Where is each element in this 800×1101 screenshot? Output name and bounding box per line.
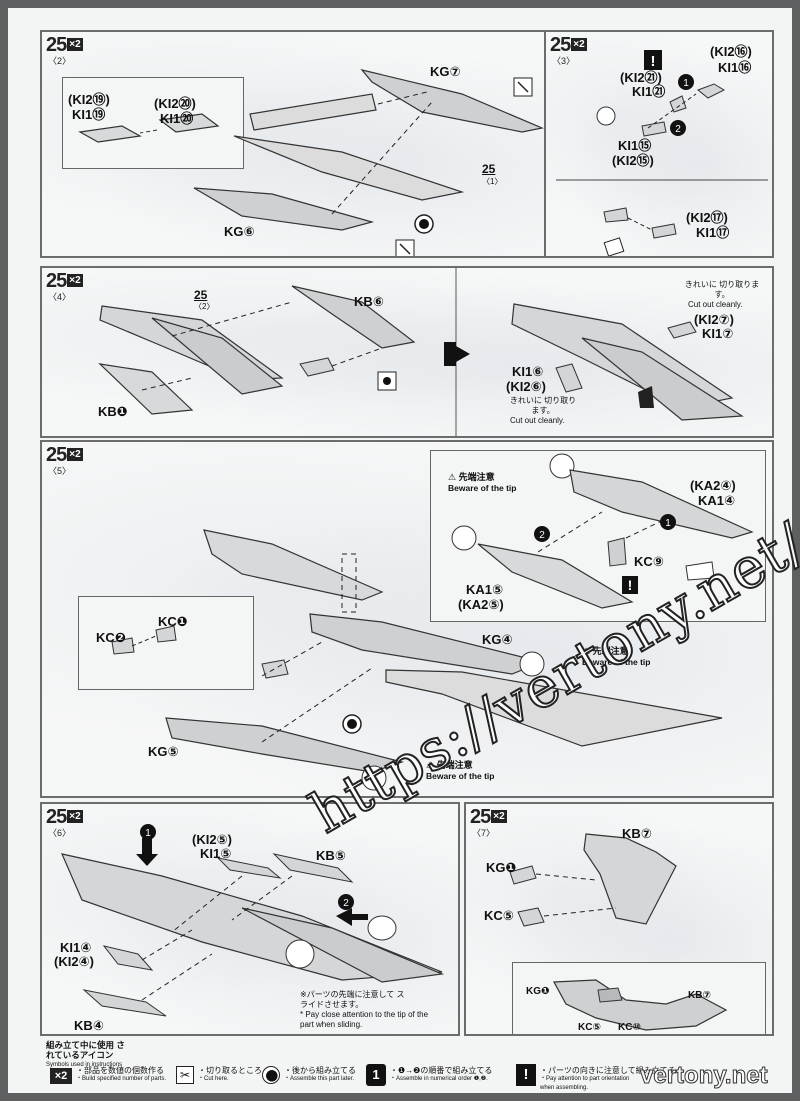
slide-note-en: * Pay close attention to the tip of the … xyxy=(300,1010,429,1029)
panel3-drawing xyxy=(98,268,744,436)
svg-text:1: 1 xyxy=(665,518,671,529)
part-label-ki2-20: (KI2⑳) xyxy=(154,96,196,111)
panel-step-25-7: 25×2〈7〉 KB⑦ KG❶ KC⑤ KG❶ KB⑦ KC⑤ KC⑩ xyxy=(464,802,774,1036)
step-reference: 25 xyxy=(194,288,208,302)
part-label-ka2-4: (KA2④) xyxy=(690,478,736,493)
legend-item-attention: ・パーツの向きに注意して組み立てる・Pay attention to part … xyxy=(540,1066,676,1091)
part-label-kc5: KC⑤ xyxy=(484,908,514,923)
part-label-ki2-17: (KI2⑰) xyxy=(686,210,728,225)
part-label-ki2-6: (KI2⑥) xyxy=(506,379,546,394)
subassembly-box-kc xyxy=(78,596,254,690)
svg-text:2: 2 xyxy=(343,898,349,909)
part-label-ki1-6: KI1⑥ xyxy=(512,364,544,379)
part-label-kb1: KB❶ xyxy=(98,404,128,419)
panel6-drawing xyxy=(509,833,728,1031)
part-label-ka2-5: (KA2⑤) xyxy=(458,597,504,612)
panel-step-25-4: 25×2〈4〉 KB⑥ KB❶ 25 〈2〉 きれいに 切り取ります。 Cut … xyxy=(40,266,774,438)
step-badge: 25×2〈3〉 xyxy=(550,34,587,66)
panel4-drawing: 2 1 ! xyxy=(111,453,754,791)
cut-note-top-en: Cut out cleanly. xyxy=(688,300,743,309)
part-label-ki2-16: (KI2⑯) xyxy=(710,44,752,59)
legend-item-cut: ・切り取るところ・Cut here. xyxy=(198,1066,262,1082)
part-label-ki1-7: KI1⑦ xyxy=(702,326,734,341)
step-badge: 25×2〈4〉 xyxy=(46,270,83,302)
step-reference-sub: 〈2〉 xyxy=(194,302,215,311)
part-label-kg4: KG④ xyxy=(482,632,513,647)
part-label-kg6: KG⑥ xyxy=(224,224,255,239)
panel5-drawing: 1 2 xyxy=(60,824,445,1017)
inset-label-kg1: KG❶ xyxy=(526,986,550,997)
part-label-kb6: KB⑥ xyxy=(354,294,384,309)
part-label-ki2-7: (KI2⑦) xyxy=(694,312,734,327)
panel-step-25-2: 25×2〈2〉 (KI2⑲) KI1⑲ (KI2⑳) KI1⑳ KG⑦ KG⑥ … xyxy=(40,30,546,258)
part-label-ka1-5: KA1⑤ xyxy=(466,582,504,597)
part-label-kg7: KG⑦ xyxy=(430,64,461,79)
attention-icon: ! xyxy=(516,1064,536,1086)
slide-note-jp: ※パーツの先端に注意して スライドさせます。 xyxy=(300,990,405,1009)
part-label-ki2-15: (KI2⑮) xyxy=(612,153,654,168)
part-label-ki1-19: KI1⑲ xyxy=(72,107,106,122)
part-label-kb7: KB⑦ xyxy=(622,826,652,841)
part-label-kb4: KB④ xyxy=(74,1018,104,1033)
legend-item-later: ・後から組み立てる・Assemble this part later. xyxy=(284,1066,356,1082)
part-label-kc9: KC⑨ xyxy=(634,554,664,569)
multiplier-icon: ×2 xyxy=(50,1068,72,1084)
svg-text:1: 1 xyxy=(683,78,689,89)
part-label-kg1: KG❶ xyxy=(486,860,517,875)
part-label-ki1-15: KI1⑮ xyxy=(618,138,652,153)
step-badge: 25×2〈2〉 xyxy=(46,34,83,66)
part-label-ki1-4: KI1④ xyxy=(60,940,92,955)
panel-step-25-3: 25×2〈3〉 ! 1 2 (KI2⑯) KI1⑯ (KI2㉑) KI1㉑ KI… xyxy=(544,30,774,258)
svg-text:1: 1 xyxy=(145,828,151,839)
part-label-ki2-19: (KI2⑲) xyxy=(68,92,110,107)
inset-label-kb7: KB⑦ xyxy=(688,990,711,1001)
legend-title: 組み立て中に使用 されているアイコン Symbols used in instr… xyxy=(46,1040,125,1068)
inset-label-kc10: KC⑩ xyxy=(618,1022,641,1033)
step-badge: 25×2〈6〉 xyxy=(46,806,83,838)
svg-text:2: 2 xyxy=(539,530,545,541)
step-reference-sub: 〈1〉 xyxy=(482,177,503,186)
part-label-ka1-4: KA1④ xyxy=(698,493,736,508)
panel-step-25-6: 25×2〈6〉 1 2 (KI2⑤) KI1⑤ KB⑤ KI1④ (KI2④) … xyxy=(40,802,460,1036)
step-badge: 25×2〈7〉 xyxy=(470,806,507,838)
part-label-ki1-21: KI1㉑ xyxy=(632,84,666,99)
svg-text:!: ! xyxy=(651,53,656,70)
step-reference: 25 xyxy=(482,162,496,176)
panel1-drawing xyxy=(78,68,544,256)
step-badge: 25×2〈5〉 xyxy=(46,444,83,476)
part-label-ki1-16: KI1⑯ xyxy=(718,60,752,75)
legend-item-order: ・❶→❷の順番で組み立てる・Assemble in numerical orde… xyxy=(390,1066,493,1082)
svg-text:2: 2 xyxy=(675,124,681,135)
part-label-ki2-5: (KI2⑤) xyxy=(192,832,232,847)
part-label-ki2-4: (KI2④) xyxy=(54,954,94,969)
part-label-kc2: KC❷ xyxy=(96,630,126,645)
cut-note-bottom-jp: きれいに 切り取ります。 xyxy=(509,396,577,415)
part-label-ki1-5: KI1⑤ xyxy=(200,846,232,861)
part-label-ki1-20: KI1⑳ xyxy=(160,111,194,126)
cut-note-top-jp: きれいに 切り取ります。 xyxy=(684,280,760,299)
cut-note-bottom-en: Cut out cleanly. xyxy=(510,416,565,425)
part-label-kc1: KC❶ xyxy=(158,614,188,629)
part-label-kb5: KB⑤ xyxy=(316,848,346,863)
svg-text:!: ! xyxy=(628,577,633,593)
part-label-ki2-21: (KI2㉑) xyxy=(620,70,662,85)
legend-bar xyxy=(38,1038,790,1092)
legend-item-multiplier: ・部品を数値の個数作る・Build specified number of pa… xyxy=(76,1066,167,1082)
inset-label-kc5: KC⑤ xyxy=(578,1022,601,1033)
part-label-ki1-17: KI1⑰ xyxy=(696,225,730,240)
panel2-drawing: ! 1 2 xyxy=(556,50,768,256)
assemble-later-icon xyxy=(262,1066,280,1084)
nippers-icon: ✂ xyxy=(176,1066,194,1084)
watermark-site: vertony.net xyxy=(640,1062,769,1090)
part-label-kg5: KG⑤ xyxy=(148,744,179,759)
order-icon: 1 xyxy=(366,1064,386,1086)
